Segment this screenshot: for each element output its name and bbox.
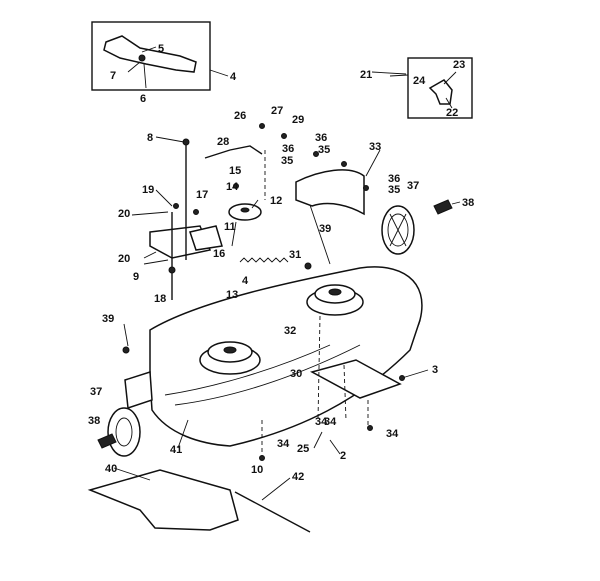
label-23: 23 — [453, 59, 465, 71]
label-5: 5 — [158, 43, 164, 55]
label-3: 3 — [432, 364, 438, 376]
tension-spring — [239, 257, 289, 263]
mower-deck-housing — [149, 266, 423, 447]
leader-lines — [113, 71, 461, 501]
label-28: 28 — [217, 136, 229, 148]
label-34: 34 — [315, 416, 328, 428]
label-37: 37 — [407, 180, 419, 192]
gauge-wheel-right — [381, 205, 415, 255]
label-9: 9 — [133, 271, 139, 283]
gauge-wheel-left — [97, 407, 141, 457]
label-39: 39 — [319, 223, 331, 235]
label-27: 27 — [271, 105, 283, 117]
label-7: 7 — [110, 70, 116, 82]
part-labels: 5 7 6 4 21 23 24 22 27 26 29 8 28 36 36 … — [88, 43, 474, 483]
label-30: 30 — [290, 368, 302, 380]
shield-body — [295, 169, 365, 216]
label-18: 18 — [154, 293, 166, 305]
label-36: 36 — [315, 132, 327, 144]
label-41: 41 — [170, 444, 182, 456]
inset-clip-detail — [389, 57, 473, 119]
label-36: 36 — [388, 173, 400, 185]
label-17: 17 — [196, 189, 208, 201]
label-24: 24 — [413, 75, 426, 87]
hardware-markers — [122, 123, 405, 461]
label-40: 40 — [105, 463, 117, 475]
label-2: 2 — [340, 450, 346, 462]
discharge-chute — [87, 469, 239, 531]
label-32: 32 — [284, 325, 296, 337]
label-4: 4 — [230, 71, 237, 83]
label-36: 36 — [282, 143, 294, 155]
belt-shield — [295, 169, 365, 265]
inset-frame — [91, 21, 211, 91]
label-35: 35 — [281, 155, 293, 167]
label-34: 34 — [324, 416, 337, 428]
inset-stabilizer-bracket — [91, 21, 229, 91]
label-29: 29 — [292, 114, 304, 126]
label-10: 10 — [251, 464, 263, 476]
label-4: 4 — [242, 275, 249, 287]
left-spindle-pulley — [199, 341, 261, 375]
label-13: 13 — [226, 289, 238, 301]
label-20: 20 — [118, 253, 130, 265]
label-31: 31 — [289, 249, 301, 261]
label-16: 16 — [213, 248, 225, 260]
right-spindle-pulley — [306, 284, 364, 316]
label-26: 26 — [234, 110, 246, 122]
label-38: 38 — [88, 415, 100, 427]
label-11: 11 — [224, 221, 236, 233]
label-20: 20 — [118, 208, 130, 220]
rear-baffle — [309, 359, 402, 399]
label-22: 22 — [446, 107, 458, 119]
stabilizer-bracket-part — [103, 35, 197, 73]
label-37: 37 — [90, 386, 102, 398]
label-8: 8 — [147, 132, 153, 144]
label-34: 34 — [386, 428, 399, 440]
label-34: 34 — [277, 438, 290, 450]
label-14: 14 — [226, 181, 239, 193]
clip-part — [428, 79, 453, 105]
idler-pulley — [228, 203, 262, 221]
wheel-bolt-right — [433, 199, 453, 215]
height-adjust-bracket — [149, 138, 223, 300]
linkage-rod — [204, 145, 263, 159]
inset-frame-small — [407, 57, 473, 119]
label-15: 15 — [229, 165, 241, 177]
label-6: 6 — [140, 93, 146, 105]
label-19: 19 — [142, 184, 154, 196]
label-35: 35 — [388, 184, 400, 196]
label-12: 12 — [270, 195, 282, 207]
label-38: 38 — [462, 197, 474, 209]
label-35: 35 — [318, 144, 330, 156]
label-39: 39 — [102, 313, 114, 325]
chute-rod — [234, 491, 311, 533]
label-25: 25 — [297, 443, 309, 455]
bracket-bolt — [138, 54, 146, 62]
wheel-bracket-left — [124, 370, 153, 410]
label-21: 21 — [360, 69, 372, 81]
label-42: 42 — [292, 471, 304, 483]
label-33: 33 — [369, 141, 381, 153]
